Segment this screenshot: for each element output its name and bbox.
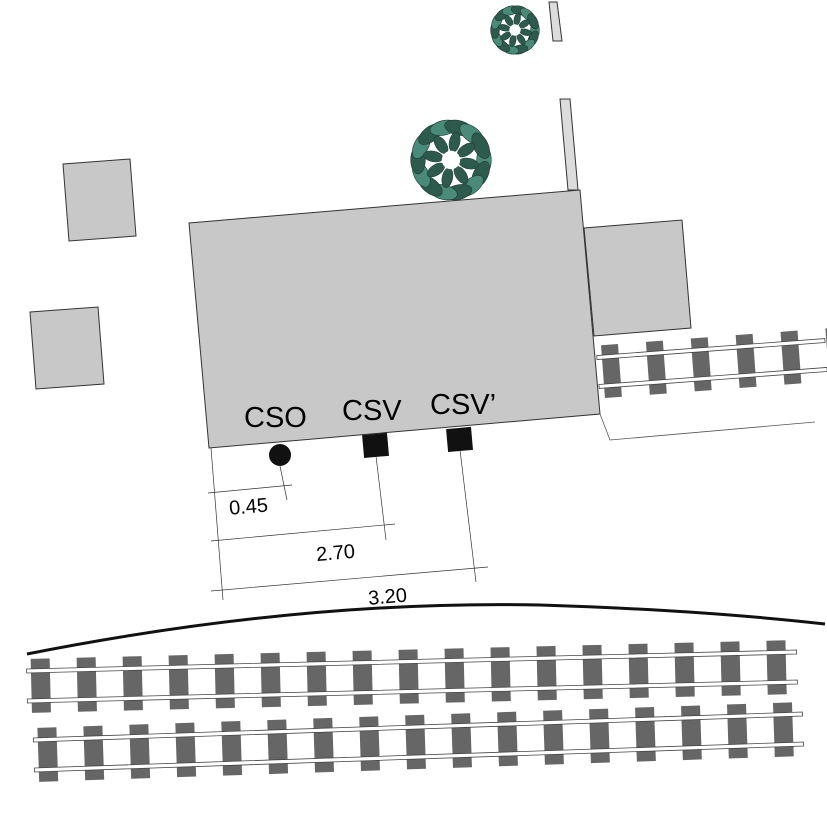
boundary-line-right	[599, 413, 816, 441]
dimension-line-cso	[207, 484, 293, 494]
post-tall	[559, 98, 579, 191]
sleeper	[175, 722, 197, 778]
sleeper	[674, 642, 695, 697]
sleeper	[306, 651, 327, 707]
rail	[34, 741, 804, 773]
csv-prime-marker-icon	[446, 426, 473, 453]
sleeper	[444, 648, 465, 703]
sleeper	[398, 649, 419, 704]
rail	[598, 367, 827, 389]
sleeper	[780, 330, 802, 385]
sleeper	[129, 724, 151, 779]
railway-track-side	[596, 328, 827, 399]
sleeper	[766, 640, 787, 695]
sleeper	[451, 713, 472, 768]
sleeper	[490, 647, 511, 702]
sleeper	[359, 716, 381, 771]
rail	[596, 338, 826, 360]
sleeper	[735, 333, 757, 389]
sleeper	[83, 725, 105, 781]
sleeper	[267, 719, 289, 775]
sleeper	[635, 707, 656, 762]
post-top	[548, 1, 563, 42]
sleeper	[497, 711, 518, 767]
dimension-value-csv-prime: 3.20	[367, 585, 408, 610]
extension-line-csv	[375, 455, 387, 541]
sleeper	[37, 727, 59, 782]
csv-label: CSV	[342, 395, 402, 427]
extension-line-edge	[210, 447, 224, 601]
rail	[26, 649, 798, 674]
outbuilding-left-top	[62, 158, 137, 242]
tree-center	[509, 24, 521, 36]
extension-line-csv-prime	[459, 449, 477, 583]
sleeper	[589, 708, 610, 764]
railway-track-1	[26, 640, 798, 713]
sleeper	[122, 656, 143, 711]
sleeper	[628, 643, 649, 699]
sleeper	[76, 657, 97, 712]
sleeper	[690, 337, 712, 392]
csv-prime-label: CSV’	[430, 389, 496, 421]
sleeper	[352, 650, 373, 705]
sleeper	[720, 641, 741, 696]
sleeper	[645, 340, 667, 395]
dimension-value-cso: 0.45	[228, 494, 269, 519]
dimension-line-csv	[210, 523, 396, 542]
railway-track-2	[33, 702, 804, 782]
cso-marker-icon	[269, 444, 291, 466]
extension-line-cso	[279, 465, 288, 501]
sleeper	[601, 343, 622, 399]
sleeper	[405, 714, 426, 770]
cso-label: CSO	[244, 402, 307, 434]
tree-icon	[490, 5, 540, 55]
sleeper	[582, 644, 603, 700]
sleeper	[772, 702, 794, 757]
sleeper	[726, 703, 748, 759]
dimension-value-csv: 2.70	[315, 541, 356, 566]
rail	[33, 711, 803, 743]
sleeper	[168, 655, 189, 710]
property-line	[26, 603, 826, 656]
rail	[26, 679, 798, 704]
csv-marker-icon	[362, 432, 389, 459]
sleeper	[221, 721, 243, 776]
sleeper	[543, 710, 564, 765]
tree-icon	[410, 119, 492, 201]
dimension-line-csv-prime	[210, 566, 489, 592]
sleeper	[536, 645, 557, 701]
outbuilding-left-bottom	[29, 306, 105, 390]
sleeper	[30, 658, 51, 713]
sleeper	[214, 653, 235, 709]
sleeper	[260, 652, 281, 708]
sleeper	[313, 717, 335, 773]
outbuilding-right	[583, 219, 692, 337]
sleeper	[681, 705, 702, 761]
tree-center	[441, 150, 461, 170]
